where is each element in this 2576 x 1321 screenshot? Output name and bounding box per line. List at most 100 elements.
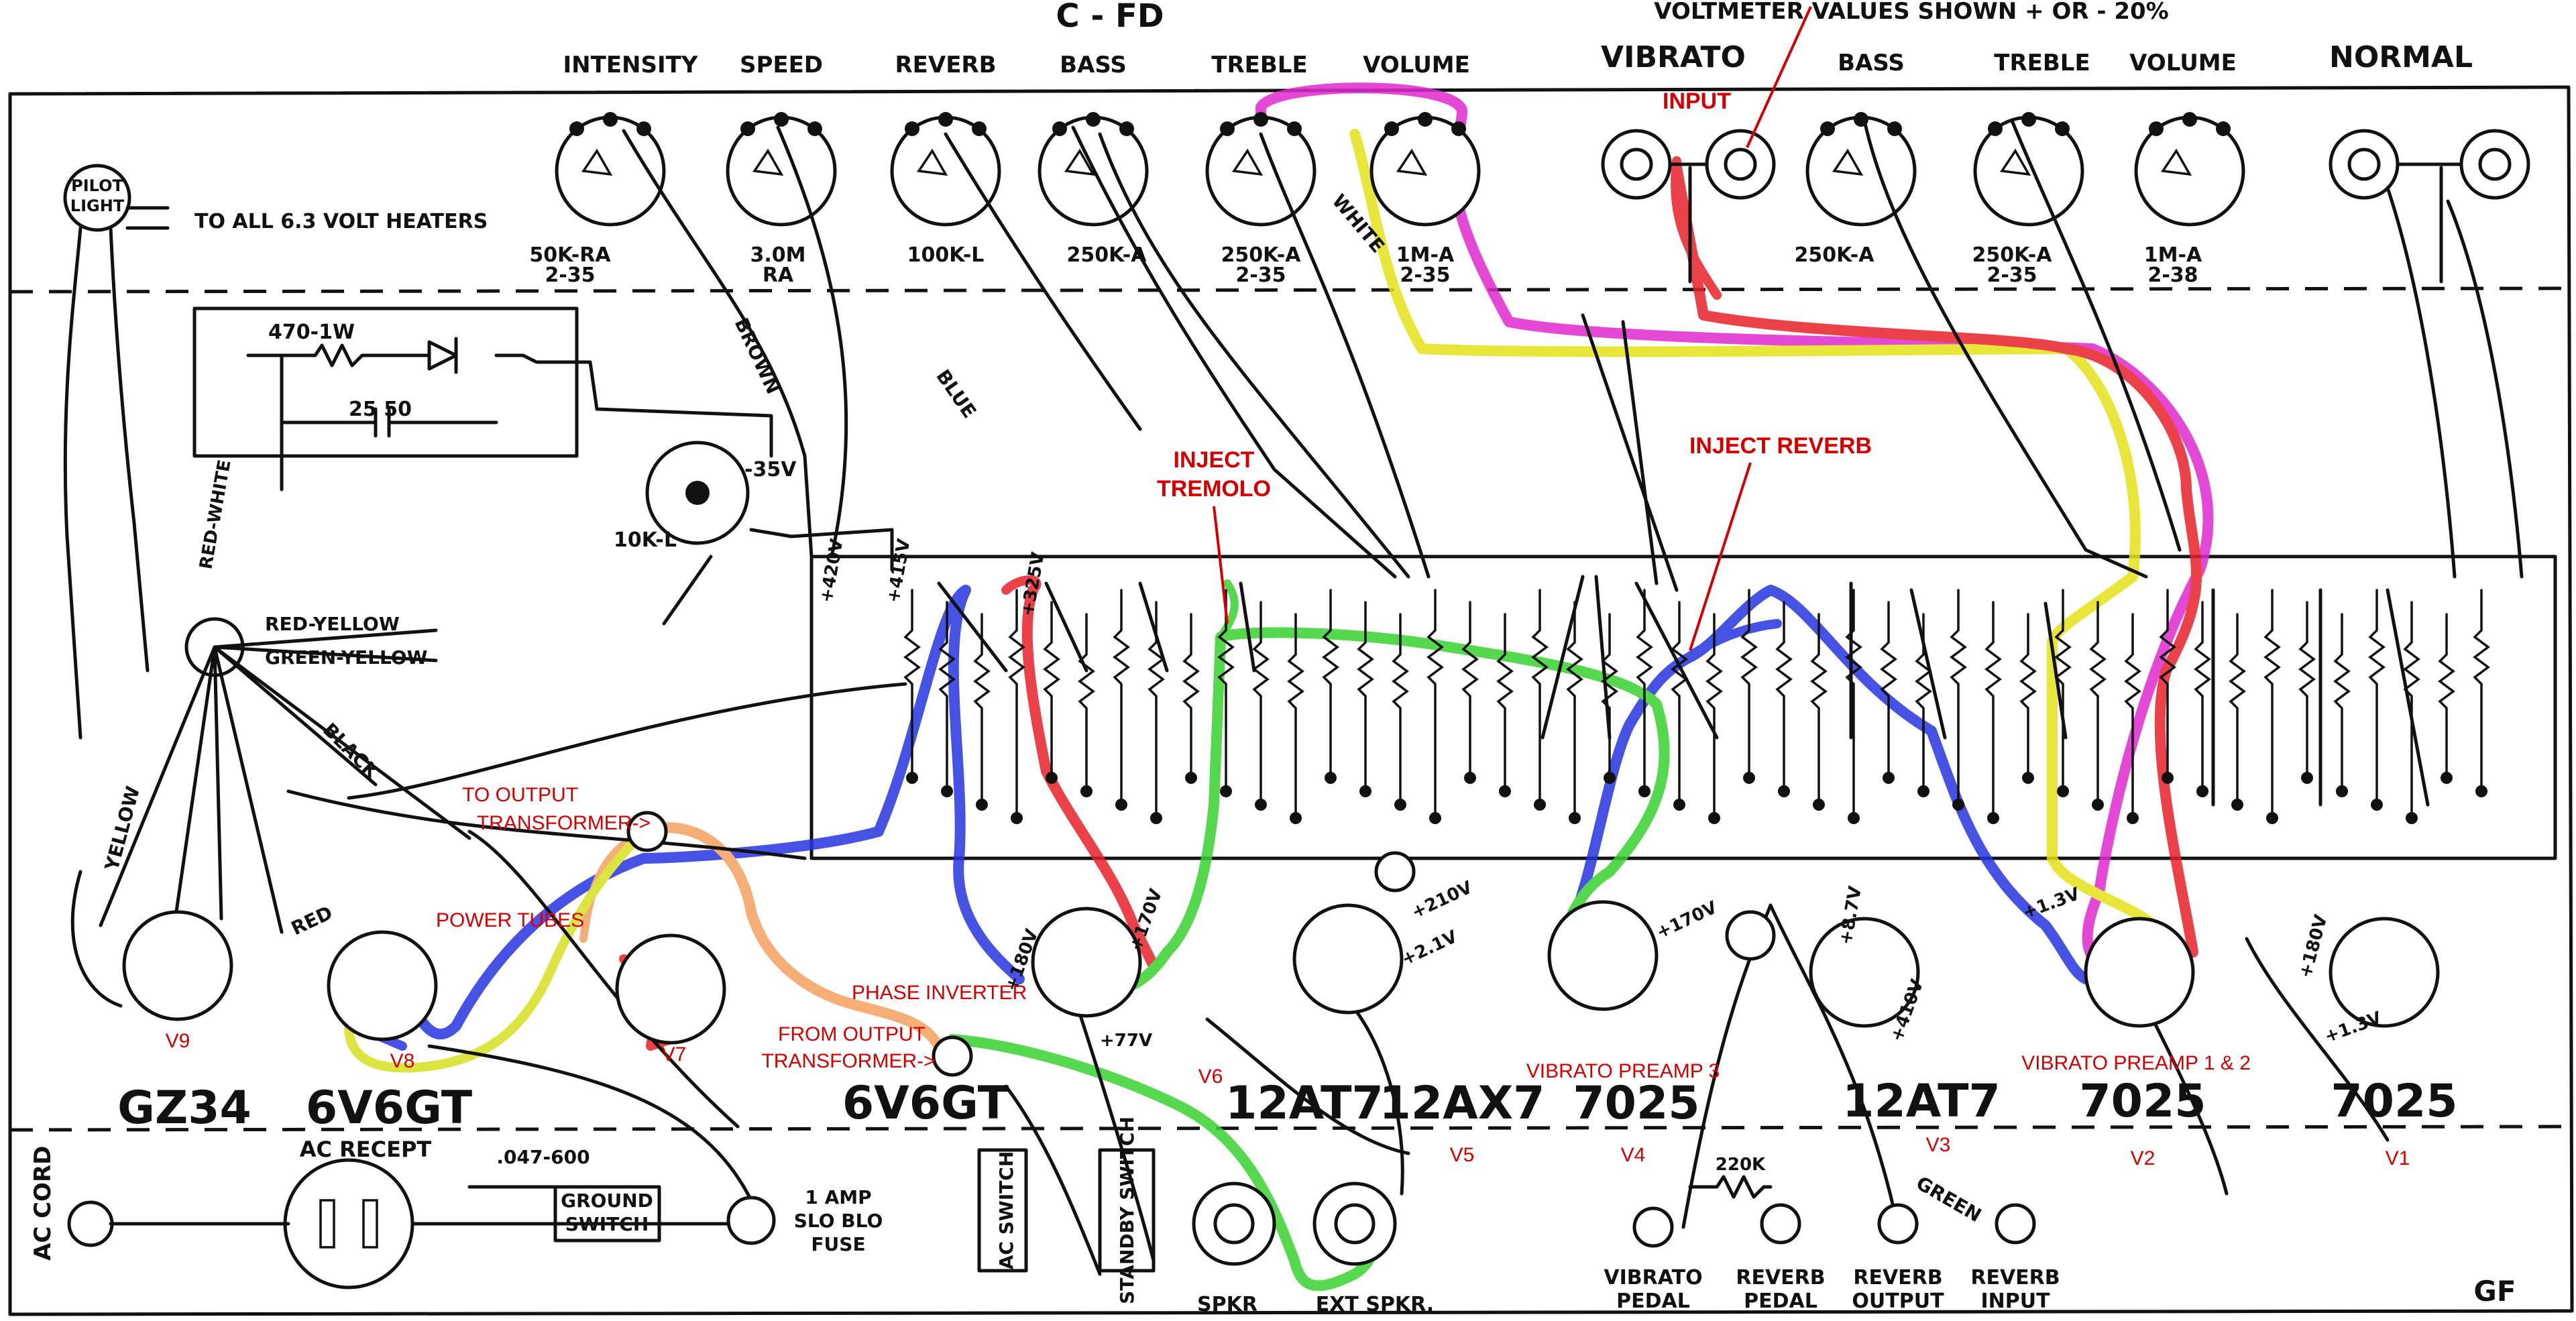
turret-eyelet bbox=[1813, 799, 1825, 811]
voltage-415: +415V bbox=[883, 537, 914, 604]
tube-type-labels: GZ34 6V6GT 6V6GT 12AT7 12AX7 7025 12AT7 … bbox=[117, 1075, 2458, 1135]
turret-eyelet bbox=[1220, 785, 1232, 797]
pot-lug bbox=[1887, 121, 1902, 136]
tube-type-v7: 6V6GT bbox=[842, 1077, 1009, 1130]
tube-id-v7: V7 bbox=[662, 1043, 687, 1066]
turret-eyelet bbox=[2162, 772, 2174, 784]
turret-eyelet bbox=[1150, 812, 1162, 824]
standby-switch-label: STANDBY SWITCH bbox=[1116, 1116, 1138, 1304]
board-component bbox=[1392, 613, 1409, 806]
board-component bbox=[938, 601, 956, 793]
bottom-section: AC CORD AC RECEPT .047-600 GROUND SWITCH… bbox=[30, 1116, 2516, 1316]
board-component bbox=[1566, 601, 1583, 819]
turret-eyelet bbox=[1883, 772, 1895, 784]
tube-type-v8: 6V6GT bbox=[306, 1082, 473, 1135]
board-component bbox=[1287, 613, 1304, 819]
turret-eyelet bbox=[1185, 772, 1197, 784]
board-component bbox=[1426, 589, 1444, 819]
control-labels: INTENSITY SPEED REVERB BASS TREBLE VOLUM… bbox=[563, 0, 2473, 78]
input-jacks: INPUT bbox=[1601, 6, 2530, 284]
board-component bbox=[2438, 613, 2455, 779]
turret-eyelet bbox=[2231, 799, 2243, 811]
board-component bbox=[1601, 613, 1618, 779]
pot-lug bbox=[2182, 112, 2197, 127]
wire-black: BLACK bbox=[319, 719, 384, 784]
board-component bbox=[2229, 613, 2246, 806]
pot-lug bbox=[2149, 121, 2164, 136]
voltage-180-v1: +180V bbox=[2296, 913, 2332, 980]
pot-lug bbox=[774, 112, 789, 127]
turret-eyelet bbox=[1604, 772, 1616, 784]
turret-eyelet bbox=[1952, 799, 1964, 811]
board-component bbox=[1671, 601, 1688, 806]
pot-extra-treble-1: 2-35 bbox=[1235, 264, 1286, 287]
psu-cap-label: 25 50 bbox=[349, 398, 412, 421]
board-component bbox=[2124, 613, 2141, 819]
pedal-resistor-label: 220K bbox=[1716, 1155, 1766, 1175]
control-name-treble-1: TREBLE bbox=[1211, 52, 1307, 78]
tube-id-v4: V4 bbox=[1621, 1144, 1646, 1166]
from-output-line1: FROM OUTPUT bbox=[778, 1023, 926, 1045]
turret-eyelet bbox=[1569, 812, 1581, 824]
pot-lug bbox=[1451, 121, 1466, 136]
turret-eyelet bbox=[1917, 785, 1929, 797]
pot-value-intensity: 50K-RA bbox=[529, 243, 611, 267]
board-component bbox=[1531, 589, 1549, 806]
voltage-325: +325V bbox=[1017, 551, 1048, 618]
tube-type-v5: 12AX7 bbox=[1380, 1077, 1545, 1130]
turret-wiring bbox=[286, 119, 2524, 1276]
turret-eyelet bbox=[1255, 799, 1267, 811]
board-component bbox=[1496, 613, 1514, 793]
pot-values: 50K-RA 2-35 3.0M RA 100K-L 250K-A 250K-A… bbox=[529, 243, 2202, 287]
normal-section-label: NORMAL bbox=[2329, 40, 2473, 74]
pot-extra-treble-2: 2-35 bbox=[1986, 264, 2037, 287]
board-component bbox=[1147, 601, 1165, 819]
turret-eyelet bbox=[2266, 812, 2278, 824]
pot-value-treble-2: 250K-A bbox=[1972, 243, 2053, 267]
board-component bbox=[2298, 601, 2316, 779]
wire-green: GREEN bbox=[1913, 1171, 1986, 1226]
board-component bbox=[1252, 601, 1270, 806]
pot-extra-volume-1: 2-35 bbox=[1400, 264, 1450, 287]
board-component bbox=[2263, 589, 2281, 819]
pot-lug bbox=[1418, 112, 1433, 127]
board-component bbox=[2194, 601, 2211, 793]
wire-brown: BROWN bbox=[730, 314, 785, 398]
inject-reverb-label: INJECT REVERB bbox=[1689, 433, 1872, 459]
vibrato-preamp-3-label: VIBRATO PREAMP 3 bbox=[1526, 1060, 1720, 1082]
board-component bbox=[1845, 589, 1862, 819]
fuse-line2: SLO BLO bbox=[794, 1210, 883, 1232]
red-annotations: INJECT TREMOLO INJECT REVERB TO OUTPUT T… bbox=[436, 433, 2251, 1082]
input-annotation: INPUT bbox=[1663, 89, 1731, 114]
vibrato-preamp-12-label: VIBRATO PREAMP 1 & 2 bbox=[2021, 1052, 2251, 1074]
turret-eyelet bbox=[2092, 799, 2104, 811]
voltage-1-3-v2: +1.3V bbox=[2020, 884, 2082, 923]
pot-lug bbox=[1220, 121, 1235, 136]
wire-red-white: RED-WHITE bbox=[196, 458, 235, 571]
control-name-bass-1: BASS bbox=[1060, 52, 1127, 78]
wire-label-red-yellow: RED-YELLOW bbox=[265, 613, 400, 635]
board-component bbox=[1984, 601, 2002, 819]
phase-inverter-label: PHASE INVERTER bbox=[852, 982, 1027, 1004]
pot-wiper bbox=[1832, 148, 1864, 176]
pot-extra-speed: RA bbox=[763, 264, 794, 287]
pot-wiper bbox=[916, 148, 948, 176]
tube-id-v9: V9 bbox=[166, 1030, 190, 1052]
to-output-line2: TRANSFORMER-> bbox=[477, 812, 651, 834]
tube-id-v2: V2 bbox=[2131, 1147, 2155, 1169]
psu-pot-label: 10K-L bbox=[614, 528, 677, 552]
turret-eyelet bbox=[1429, 812, 1441, 824]
pot-wiper bbox=[1064, 148, 1096, 176]
pot-value-volume-1: 1M-A bbox=[1396, 243, 1455, 267]
wire-label-green-yellow: GREEN-YELLOW bbox=[265, 646, 428, 669]
pot-wiper bbox=[2160, 148, 2192, 176]
reverb-output-line2: OUTPUT bbox=[1852, 1289, 1944, 1313]
tube-id-v8: V8 bbox=[390, 1050, 415, 1072]
board-component bbox=[1740, 589, 1758, 779]
pot-lug bbox=[603, 112, 618, 127]
turret-eyelet bbox=[1011, 812, 1023, 824]
tube-type-v4: 7025 bbox=[1573, 1077, 1699, 1130]
tube-type-v9: GZ34 bbox=[117, 1082, 251, 1135]
pot-extra-volume-2: 2-38 bbox=[2147, 264, 2198, 287]
